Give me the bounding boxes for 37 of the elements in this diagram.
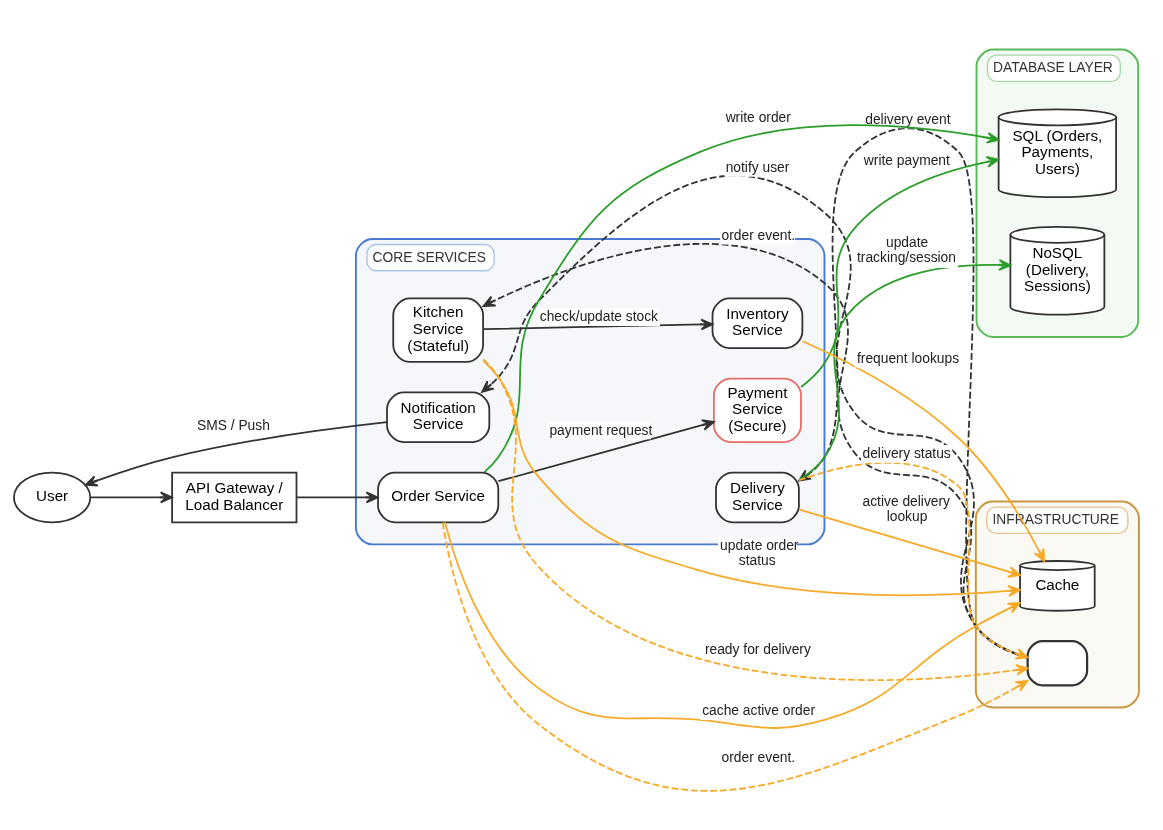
node-box: API Gateway / Load Balancer bbox=[171, 471, 298, 524]
edge-label: check/update stock bbox=[539, 308, 658, 325]
edge-label: notify user bbox=[725, 158, 790, 175]
node-box bbox=[1026, 640, 1089, 687]
edge-label: ready for delivery bbox=[704, 641, 811, 658]
node-ellipse: User bbox=[13, 471, 92, 524]
edge-label: frequent lookups bbox=[856, 349, 960, 366]
arrow bbox=[441, 521, 1029, 792]
node-box: Delivery Service bbox=[715, 471, 800, 524]
arrow bbox=[798, 508, 1021, 578]
arrow bbox=[482, 358, 1029, 682]
edge-label: write order bbox=[725, 109, 791, 126]
arrow bbox=[295, 491, 379, 504]
arrow bbox=[801, 340, 1045, 562]
edge-label: active delivery lookup bbox=[862, 492, 950, 524]
arrow bbox=[483, 124, 1000, 473]
edge-label: cache active order bbox=[702, 702, 816, 719]
edge-label: update tracking/session bbox=[856, 234, 956, 266]
node-box: Inventory Service bbox=[711, 297, 804, 350]
edge-label: delivery status bbox=[862, 445, 951, 462]
node-box: Payment Service (Secure) bbox=[713, 377, 802, 443]
edge-label: write payment bbox=[863, 152, 950, 168]
node-box: Order Service bbox=[377, 471, 500, 524]
node-box: Notification Service bbox=[386, 391, 491, 443]
edge-label: order event. bbox=[721, 749, 796, 766]
arrow bbox=[482, 318, 714, 331]
arrow bbox=[89, 491, 173, 504]
edge-label: update order status bbox=[720, 536, 799, 569]
arrow bbox=[800, 156, 1000, 388]
edge-label: delivery event bbox=[865, 110, 951, 127]
node-box: Kitchen Service (Stateful) bbox=[392, 297, 484, 363]
edge-label: SMS / Push bbox=[196, 417, 270, 434]
arrow bbox=[444, 521, 1021, 729]
arrow bbox=[482, 359, 1021, 597]
arrow bbox=[84, 421, 388, 487]
edge-label: order event. bbox=[721, 226, 796, 243]
edge-label: payment request bbox=[549, 421, 653, 438]
